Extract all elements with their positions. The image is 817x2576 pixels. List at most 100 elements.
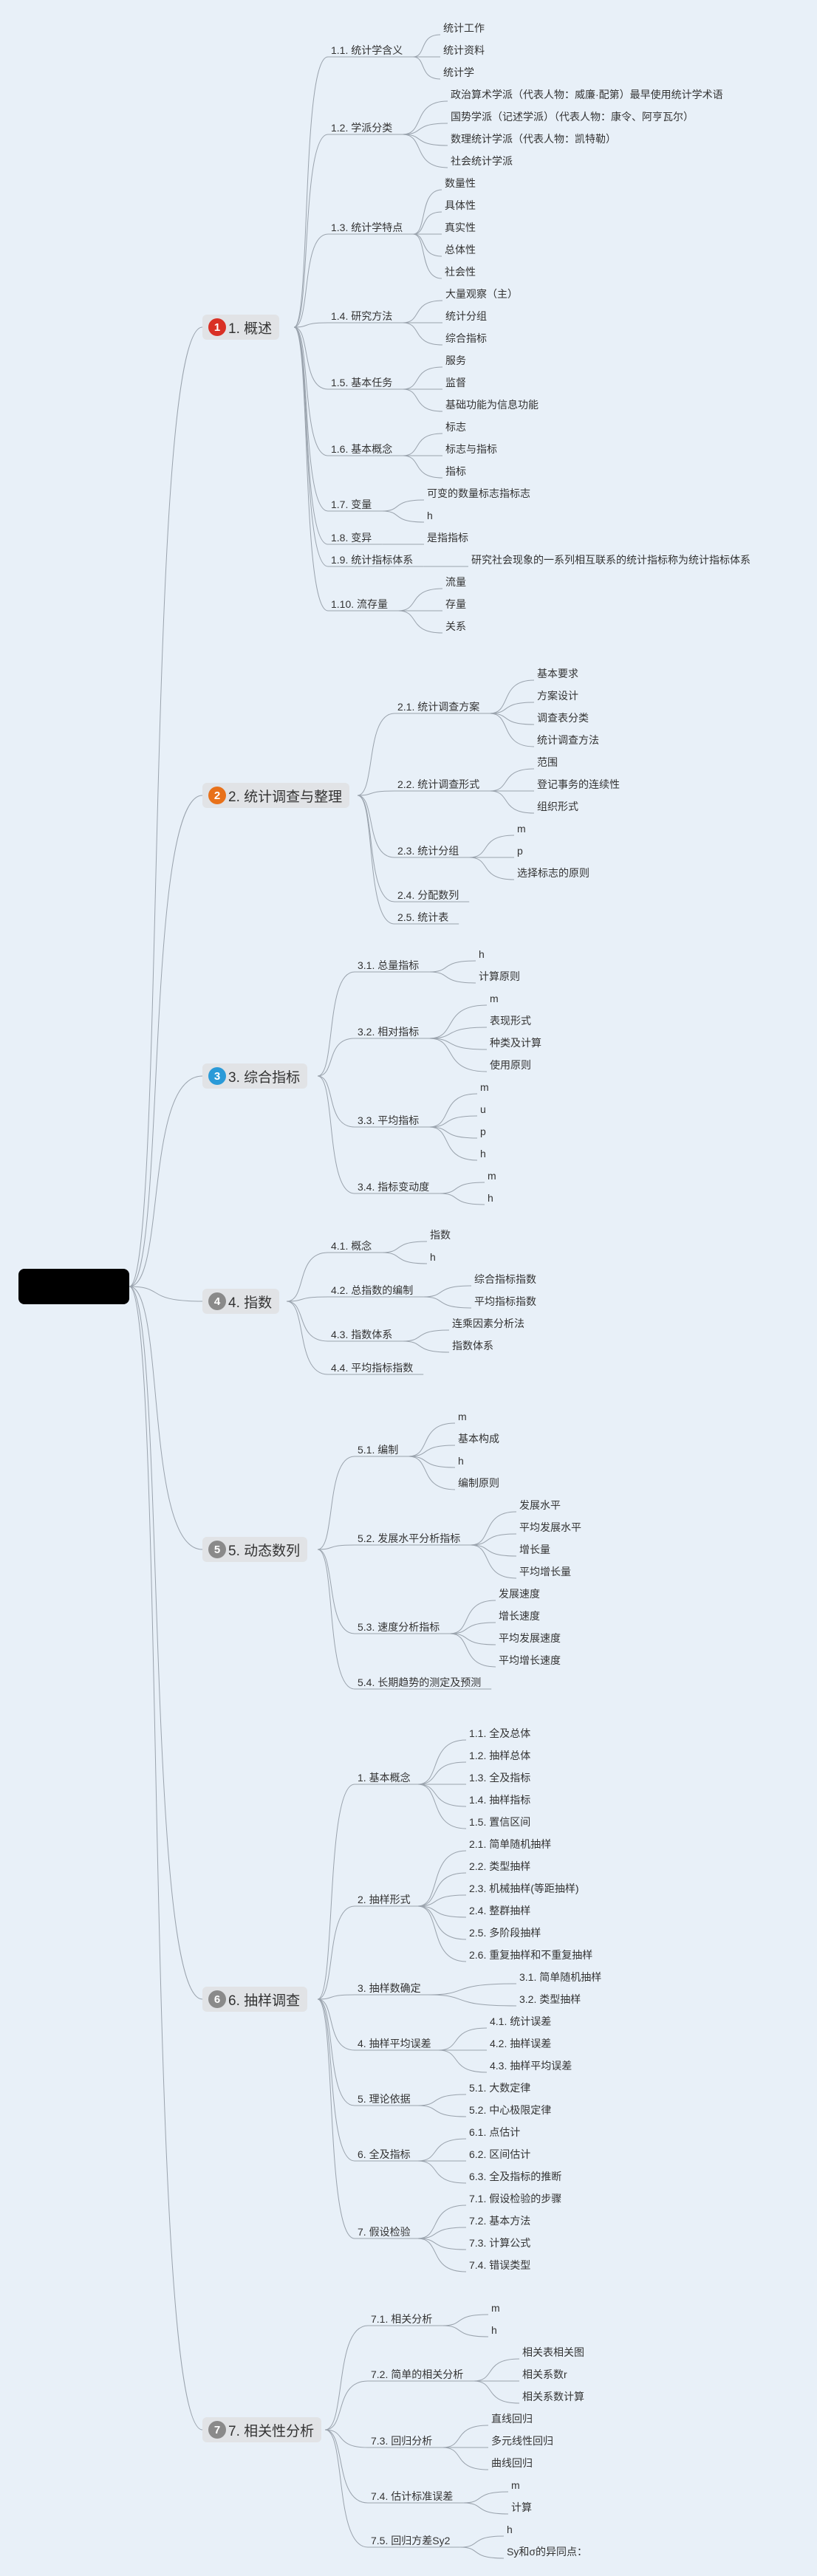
branch-6-5[interactable]: 5. 理论依据 xyxy=(358,2093,411,2105)
leaf-6-4-1[interactable]: 4.1. 统计误差 xyxy=(490,2015,552,2027)
leaf-1-10-2[interactable]: 存量 xyxy=(445,598,466,610)
leaf-1-3-5[interactable]: 社会性 xyxy=(445,266,476,278)
leaf-6-2-6[interactable]: 2.6. 重复抽样和不重复抽样 xyxy=(469,1949,593,1961)
leaf-6-4-3[interactable]: 4.3. 抽样平均误差 xyxy=(490,2060,572,2072)
leaf-7-5-2[interactable]: Sy和σ的异同点： xyxy=(507,2546,587,2558)
branch-1-7[interactable]: 1.7. 变量 xyxy=(331,499,372,510)
leaf-7-1-1[interactable]: m xyxy=(491,2302,500,2314)
leaf-1-8-1[interactable]: 是指指标 xyxy=(427,532,468,544)
branch-2-2[interactable]: 2.2. 统计调查形式 xyxy=(397,778,480,790)
leaf-2-2-2[interactable]: 登记事务的连续性 xyxy=(537,778,620,790)
leaf-1-4-3[interactable]: 综合指标 xyxy=(445,332,487,344)
leaf-6-1-1[interactable]: 1.1. 全及总体 xyxy=(469,1727,531,1739)
branch-3-1[interactable]: 3.1. 总量指标 xyxy=(358,959,420,971)
leaf-7-4-2[interactable]: 计算 xyxy=(511,2501,532,2513)
branch-4-3[interactable]: 4.3. 指数体系 xyxy=(331,1329,393,1340)
leaf-6-1-5[interactable]: 1.5. 置信区间 xyxy=(469,1816,531,1828)
branch-3-2[interactable]: 3.2. 相对指标 xyxy=(358,1026,420,1038)
leaf-6-4-2[interactable]: 4.2. 抽样误差 xyxy=(490,2038,552,2049)
branch-6-7[interactable]: 7. 假设检验 xyxy=(358,2226,411,2238)
leaf-1-2-3[interactable]: 数理统计学派（代表人物：凯特勒） xyxy=(451,133,616,145)
leaf-2-3-2[interactable]: p xyxy=(517,845,523,857)
branch-7-2[interactable]: 7.2. 简单的相关分析 xyxy=(371,2368,464,2380)
leaf-4-2-1[interactable]: 综合指标指数 xyxy=(474,1273,536,1285)
leaf-3-4-1[interactable]: m xyxy=(488,1170,496,1182)
leaf-2-2-3[interactable]: 组织形式 xyxy=(537,801,578,812)
leaf-3-2-4[interactable]: 使用原则 xyxy=(490,1059,531,1071)
leaf-1-2-1[interactable]: 政治算术学派（代表人物：威廉·配第）最早使用统计学术语 xyxy=(451,89,723,100)
leaf-6-1-4[interactable]: 1.4. 抽样指标 xyxy=(469,1794,531,1806)
branch-5-4[interactable]: 5.4. 长期趋势的测定及预测 xyxy=(358,1676,482,1688)
branch-6-6[interactable]: 6. 全及指标 xyxy=(358,2148,411,2160)
branch-7-1[interactable]: 7.1. 相关分析 xyxy=(371,2313,433,2325)
leaf-5-1-1[interactable]: m xyxy=(458,1411,467,1422)
leaf-3-3-1[interactable]: m xyxy=(480,1081,489,1093)
leaf-5-1-3[interactable]: h xyxy=(458,1455,464,1467)
branch-1-9[interactable]: 1.9. 统计指标体系 xyxy=(331,554,414,566)
branch-1-6[interactable]: 1.6. 基本概念 xyxy=(331,443,393,455)
branch-4-1[interactable]: 4.1. 概念 xyxy=(331,1240,372,1252)
leaf-1-5-2[interactable]: 监督 xyxy=(445,377,466,388)
leaf-5-2-3[interactable]: 增长量 xyxy=(519,1544,550,1555)
branch-6-3[interactable]: 3. 抽样数确定 xyxy=(358,1982,421,1994)
leaf-1-6-2[interactable]: 标志与指标 xyxy=(445,443,497,455)
leaf-1-4-2[interactable]: 统计分组 xyxy=(445,310,487,322)
leaf-1-3-2[interactable]: 具体性 xyxy=(445,199,476,211)
leaf-6-3-2[interactable]: 3.2. 类型抽样 xyxy=(519,1993,581,2005)
leaf-5-3-3[interactable]: 平均发展速度 xyxy=(499,1632,561,1644)
leaf-7-4-1[interactable]: m xyxy=(511,2479,520,2491)
leaf-3-3-3[interactable]: p xyxy=(480,1126,486,1137)
leaf-1-5-1[interactable]: 服务 xyxy=(445,354,466,366)
leaf-5-2-1[interactable]: 发展水平 xyxy=(519,1499,561,1511)
branch-1-1[interactable]: 1.1. 统计学含义 xyxy=(331,44,403,56)
leaf-3-1-1[interactable]: h xyxy=(479,948,485,960)
leaf-6-1-3[interactable]: 1.3. 全及指标 xyxy=(469,1772,531,1784)
leaf-7-2-2[interactable]: 相关系数r xyxy=(522,2368,567,2380)
root-node[interactable] xyxy=(18,1269,129,1304)
leaf-6-5-2[interactable]: 5.2. 中心极限定律 xyxy=(469,2104,552,2116)
branch-7-4[interactable]: 7.4. 估计标准误差 xyxy=(371,2490,454,2502)
leaf-6-3-1[interactable]: 3.1. 简单随机抽样 xyxy=(519,1971,602,1983)
leaf-5-2-2[interactable]: 平均发展水平 xyxy=(519,1521,581,1533)
leaf-7-1-2[interactable]: h xyxy=(491,2324,497,2336)
leaf-3-2-1[interactable]: m xyxy=(490,993,499,1004)
leaf-2-1-1[interactable]: 基本要求 xyxy=(537,668,578,679)
leaf-7-3-1[interactable]: 直线回归 xyxy=(491,2413,533,2425)
leaf-2-1-4[interactable]: 统计调查方法 xyxy=(537,734,599,746)
leaf-6-2-2[interactable]: 2.2. 类型抽样 xyxy=(469,1860,531,1872)
leaf-1-6-1[interactable]: 标志 xyxy=(445,421,466,433)
branch-5-3[interactable]: 5.3. 速度分析指标 xyxy=(358,1621,440,1633)
branch-6-2[interactable]: 2. 抽样形式 xyxy=(358,1894,411,1905)
leaf-2-2-1[interactable]: 范围 xyxy=(537,756,558,768)
leaf-1-10-3[interactable]: 关系 xyxy=(445,620,466,632)
leaf-3-2-3[interactable]: 种类及计算 xyxy=(490,1037,541,1049)
leaf-1-5-3[interactable]: 基础功能为信息功能 xyxy=(445,399,539,411)
branch-1-5[interactable]: 1.5. 基本任务 xyxy=(331,377,393,388)
branch-2-1[interactable]: 2.1. 统计调查方案 xyxy=(397,701,480,713)
leaf-7-3-3[interactable]: 曲线回归 xyxy=(491,2457,533,2469)
branch-4-4[interactable]: 4.4. 平均指标指数 xyxy=(331,1362,414,1374)
branch-6-1[interactable]: 1. 基本概念 xyxy=(358,1772,411,1784)
leaf-6-2-3[interactable]: 2.3. 机械抽样(等距抽样) xyxy=(469,1883,579,1894)
leaf-4-1-2[interactable]: h xyxy=(430,1251,436,1263)
leaf-3-1-2[interactable]: 计算原则 xyxy=(479,970,520,982)
leaf-5-3-2[interactable]: 增长速度 xyxy=(499,1610,540,1622)
leaf-1-2-4[interactable]: 社会统计学派 xyxy=(451,155,513,167)
leaf-4-2-2[interactable]: 平均指标指数 xyxy=(474,1295,536,1307)
leaf-2-1-2[interactable]: 方案设计 xyxy=(537,690,578,702)
leaf-1-3-3[interactable]: 真实性 xyxy=(445,222,476,233)
leaf-2-3-3[interactable]: 选择标志的原则 xyxy=(517,867,589,879)
leaf-6-1-2[interactable]: 1.2. 抽样总体 xyxy=(469,1750,531,1761)
leaf-1-9-1[interactable]: 研究社会现象的一系列相互联系的统计指标称为统计指标体系 xyxy=(471,554,751,566)
leaf-1-4-1[interactable]: 大量观察（主） xyxy=(445,288,518,300)
leaf-1-3-1[interactable]: 数量性 xyxy=(445,177,476,189)
branch-5-2[interactable]: 5.2. 发展水平分析指标 xyxy=(358,1532,461,1544)
leaf-1-2-2[interactable]: 国势学派（记述学派）（代表人物：康令、阿亨瓦尔） xyxy=(451,111,694,123)
leaf-1-1-1[interactable]: 统计工作 xyxy=(443,22,485,34)
leaf-1-1-3[interactable]: 统计学 xyxy=(443,66,474,78)
